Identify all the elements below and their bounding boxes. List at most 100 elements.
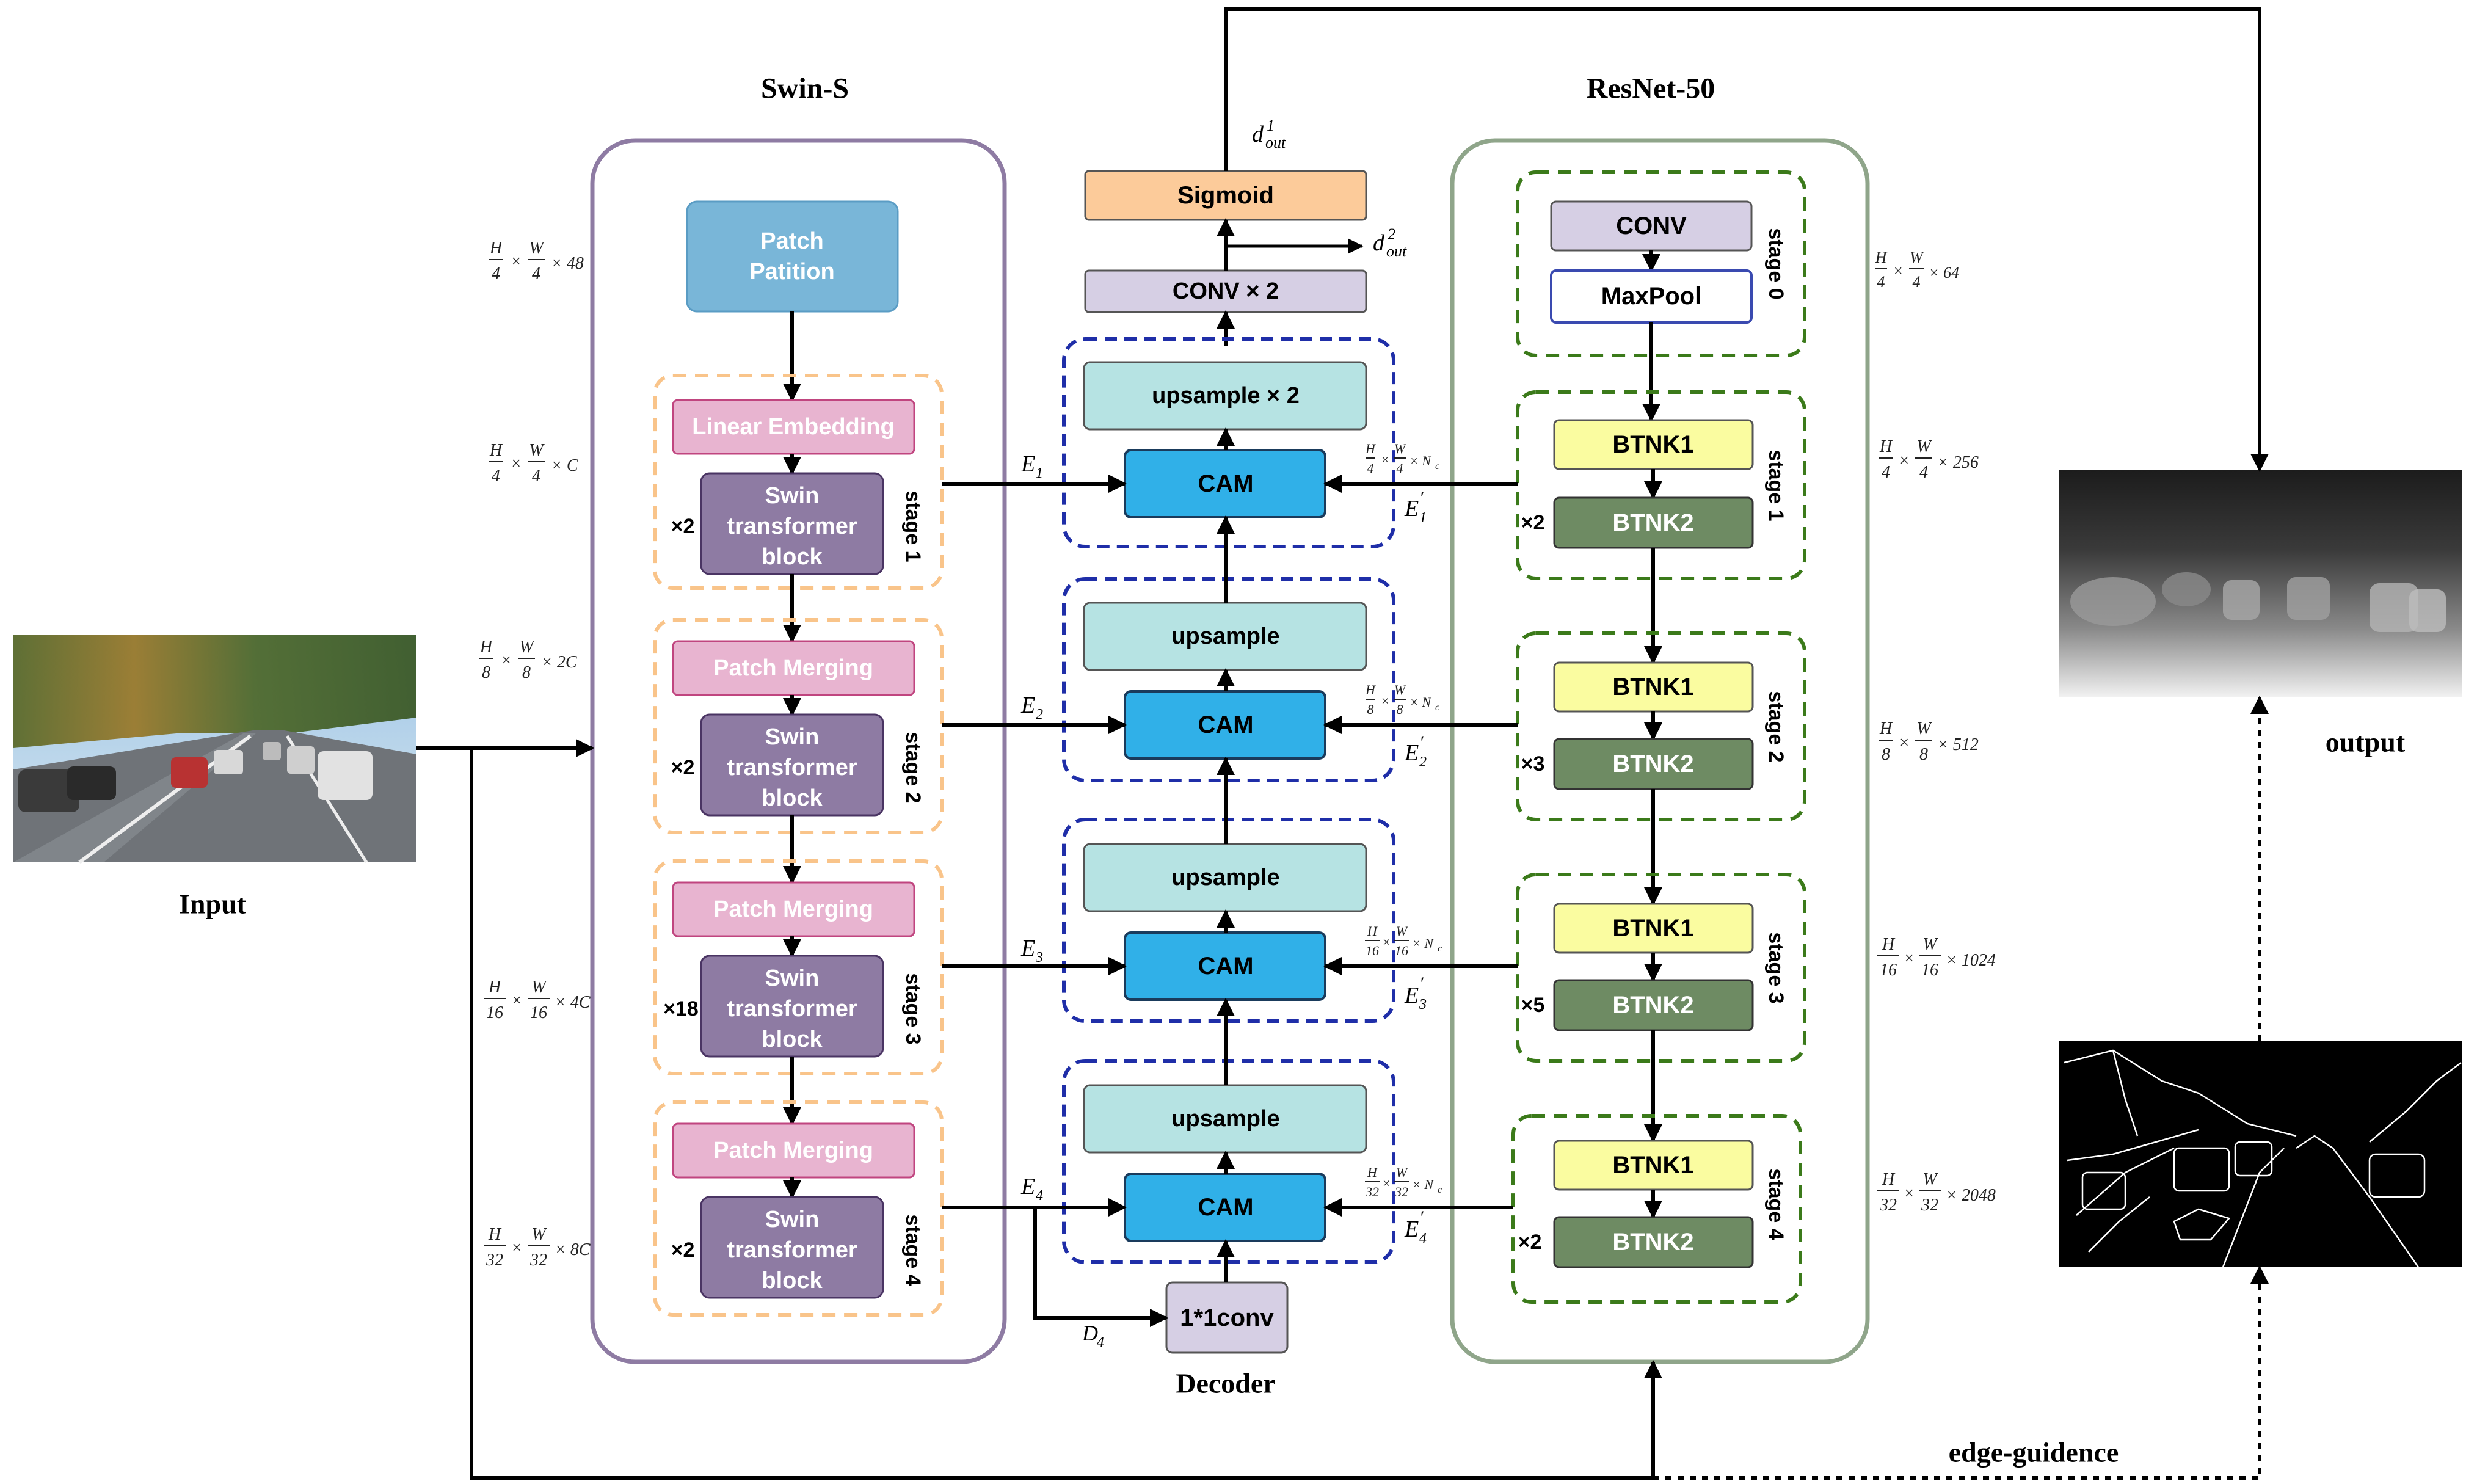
dim-sub: c: [1438, 1185, 1442, 1195]
swin-block-text: block: [762, 544, 823, 570]
dim-den: 4: [532, 264, 540, 283]
dim-num: W: [1394, 682, 1406, 697]
E-sub: 4: [1036, 1188, 1043, 1204]
btnk2-stage1-label: BTNK2: [1612, 509, 1693, 536]
resnet-stage1-box: [1516, 390, 1806, 580]
output-depth-map: [2059, 470, 2462, 697]
svg-text:×: ×: [1893, 262, 1904, 280]
E-sub: 4: [1419, 1231, 1427, 1246]
D4-label: D 4: [1082, 1321, 1104, 1350]
resnet-conv-label: CONV: [1616, 213, 1687, 239]
dim-num: H: [1365, 441, 1376, 456]
swin-dim-1: H 4 × W 4 × C: [489, 441, 578, 486]
resnet-stage2-repeat: ×3: [1521, 752, 1545, 776]
svg-text:′: ′: [1419, 732, 1424, 752]
decoder-stage1-box: [1062, 337, 1395, 548]
swin-dim-0: H 4 × W 4 × 48: [489, 239, 584, 283]
svg-text:×: ×: [1904, 1184, 1915, 1203]
resnet-dim-0: H 4 × W 4 × 64: [1875, 249, 1959, 291]
dim-den: 8: [1397, 702, 1403, 717]
dim-num: W: [1396, 1165, 1408, 1180]
dim-sub: c: [1435, 702, 1439, 713]
swin-block-text: block: [762, 1268, 823, 1293]
svg-text:×: ×: [1904, 949, 1915, 968]
resnet-stage3-box: [1516, 873, 1806, 1063]
swin-block-text: transformer: [727, 1237, 857, 1263]
cam-3-label: CAM: [1198, 953, 1253, 980]
resnet-stage1-label: stage 1: [1764, 449, 1788, 521]
output-title: output: [2326, 727, 2406, 758]
dim-tail: × 512: [1937, 735, 1979, 754]
svg-text:×: ×: [1381, 693, 1390, 708]
cam-1-label: CAM: [1198, 470, 1253, 497]
E1-label: E 1: [1020, 451, 1043, 481]
swin-block-text: transformer: [727, 755, 857, 780]
dim-den: 8: [1882, 745, 1890, 764]
svg-text:′: ′: [1419, 973, 1424, 994]
upsample-4-label: upsample: [1171, 1106, 1279, 1132]
E-sub: 3: [1419, 997, 1427, 1013]
dim-den: 4: [532, 467, 540, 486]
dim-tail: × 2C: [541, 653, 577, 672]
dim-tail: × N: [1412, 1177, 1434, 1192]
edge-map: [2059, 1041, 2462, 1268]
dim-tail: × 4C: [555, 993, 591, 1012]
resnet-dim-1: H 4 × W 4 × 256: [1879, 437, 1979, 482]
btnk1-stage1-label: BTNK1: [1612, 431, 1693, 458]
dim-den: 4: [1882, 463, 1890, 482]
dim-den: 4: [492, 467, 500, 486]
dim-num: H: [1882, 935, 1896, 954]
dim-num: W: [1922, 1170, 1938, 1189]
btnk2-stage3-label: BTNK2: [1612, 992, 1693, 1019]
swin-stage2-label: stage 2: [901, 732, 925, 803]
resnet-stage2-label: stage 2: [1764, 691, 1788, 762]
svg-text:×: ×: [511, 252, 522, 271]
dim-den: 16: [530, 1003, 547, 1022]
dim-tail: × N: [1409, 453, 1431, 468]
dim-tail: × N: [1412, 936, 1434, 951]
conv2-block: CONV × 2: [1084, 269, 1367, 313]
E-base: E: [1020, 936, 1035, 961]
dim-den: 16: [486, 1003, 503, 1022]
resnet-dim-2: H 8 × W 8 × 512: [1879, 719, 1979, 764]
linear-embedding-label: Linear Embedding: [692, 414, 894, 440]
dim-den: 4: [492, 264, 500, 283]
E1-prime-label: E 1 ′: [1404, 488, 1427, 526]
edge-guidance-title: edge-guidence: [1949, 1437, 2119, 1468]
dim-den: 8: [1919, 745, 1928, 764]
dim-num: W: [1394, 441, 1406, 456]
E-base: E: [1020, 451, 1035, 477]
dim-tail: × 1024: [1946, 951, 1996, 970]
resnet-stage4-box: [1511, 1114, 1802, 1304]
dim-num: W: [529, 239, 545, 258]
dim-den: 16: [1921, 961, 1938, 980]
svg-text:×: ×: [511, 991, 523, 1010]
resnet-stage4-repeat: ×2: [1518, 1231, 1542, 1254]
decoder-title: Decoder: [1176, 1368, 1275, 1399]
input-title: Input: [179, 889, 247, 920]
cam-dim-4: H 32 × W 32 × N c: [1365, 1165, 1442, 1199]
E4-prime-label: E 4 ′: [1404, 1207, 1427, 1246]
dim-den: 4: [1367, 460, 1374, 476]
dim-num: W: [1922, 935, 1938, 954]
cam-dim-3: H 16 × W 16 × N c: [1365, 923, 1442, 958]
btnk2-stage4: [1553, 1216, 1754, 1268]
resnet-dim-3: H 16 × W 16 × 1024: [1877, 935, 1996, 980]
dim-den: 8: [522, 663, 531, 682]
svg-text:×: ×: [1899, 451, 1910, 470]
svg-text:×: ×: [501, 651, 512, 670]
dim-den: 32: [1365, 1184, 1379, 1199]
dim-den: 4: [1913, 273, 1921, 291]
dim-tail: × 8C: [555, 1240, 591, 1259]
swin-block-text: Swin: [765, 724, 820, 750]
E2-prime-label: E 2 ′: [1404, 732, 1427, 770]
dim-num: H: [1879, 719, 1893, 738]
D-sub: 4: [1097, 1334, 1104, 1350]
input-image: [13, 635, 416, 864]
resnet-stage3-repeat: ×5: [1521, 994, 1545, 1017]
E-sub: 2: [1036, 707, 1043, 722]
dim-num: H: [1365, 682, 1376, 697]
dim-num: W: [1910, 249, 1924, 266]
dim-den: 4: [1919, 463, 1928, 482]
